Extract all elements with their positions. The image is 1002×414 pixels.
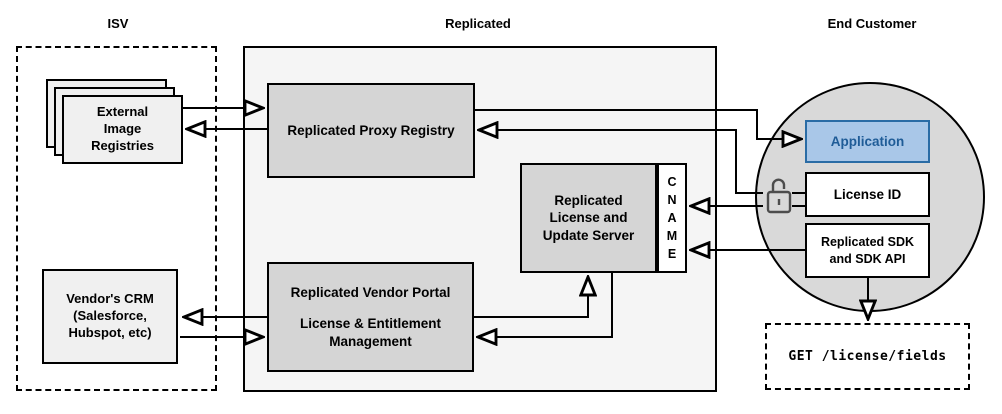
cname-node: CNAME [657, 163, 687, 273]
section-title-end-customer: End Customer [827, 16, 917, 31]
application-label: Application [830, 133, 905, 149]
proxy-registry-label: Replicated Proxy Registry [287, 122, 455, 138]
vendor-portal-node: Replicated Vendor Portal License & Entit… [267, 262, 474, 372]
section-title-replicated: Replicated [445, 16, 511, 31]
application-node: Application [805, 120, 930, 163]
external-image-registries-node: External Image Registries [62, 95, 183, 164]
api-request-box: GET /license/fields [765, 323, 970, 390]
api-request-label: GET /license/fields [788, 349, 947, 364]
external-image-registries-label: External Image Registries [91, 104, 154, 153]
vendor-portal-title: Replicated Vendor Portal [290, 284, 451, 300]
cname-label: CNAME [666, 175, 678, 261]
license-update-server-node: Replicated License and Update Server [520, 163, 657, 273]
license-id-label: License ID [833, 186, 902, 202]
isv-container [16, 46, 217, 391]
license-update-server-label: Replicated License and Update Server [542, 192, 635, 243]
vendor-portal-subtitle: License & Entitlement Management [299, 316, 442, 349]
section-title-isv: ISV [107, 16, 129, 31]
vendor-crm-label: Vendor's CRM (Salesforce, Hubspot, etc) [66, 291, 154, 340]
license-id-node: License ID [805, 172, 930, 217]
proxy-registry-node: Replicated Proxy Registry [267, 83, 475, 178]
vendor-crm-node: Vendor's CRM (Salesforce, Hubspot, etc) [42, 269, 178, 364]
replicated-sdk-node: Replicated SDK and SDK API [805, 223, 930, 278]
replicated-sdk-label: Replicated SDK and SDK API [820, 235, 915, 266]
